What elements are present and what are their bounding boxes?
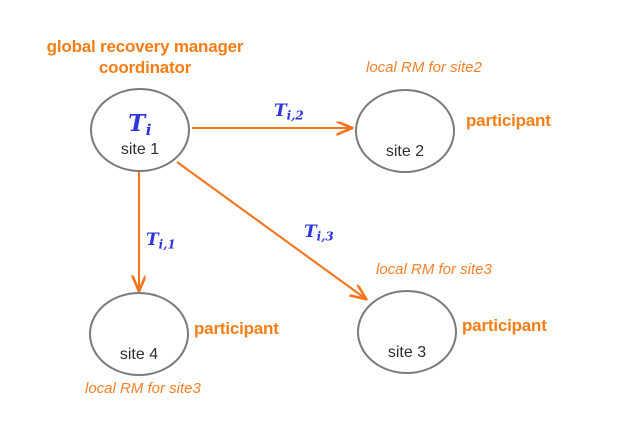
edge-label-site1-to-site3-base: T [304,222,317,242]
edge-label-site1-to-site2: Ti,2 [274,103,304,122]
edge-label-site1-to-site3-subscript: i,3 [316,229,334,244]
role-label-site4: participant [194,319,279,338]
node-site1-transaction-base: T [128,110,146,137]
edge-site1-to-site3 [176,161,366,299]
rm-note-site2: local RM for site2 [366,59,482,76]
node-site3[interactable]: site 3 [357,290,457,374]
diagram-title-line2: coordinator [98,58,192,77]
node-site2[interactable]: site 2 [355,89,455,173]
node-site3-label: site 3 [387,344,427,361]
node-site1-transaction-subscript: i [145,121,152,140]
edge-label-site1-to-site4-subscript: i,1 [158,237,176,252]
node-site2-label: site 2 [385,143,425,160]
role-label-site2: participant [466,111,551,130]
node-site1-transaction: Ti [92,112,188,138]
diagram-title: global recovery manager coordinator [20,36,270,78]
role-label-site3: participant [462,316,547,335]
edge-label-site1-to-site3: Ti,3 [304,224,334,243]
node-site4[interactable]: site 4 [89,292,189,376]
diagram-title-line1: global recovery manager [46,37,244,56]
edge-label-site1-to-site4: Ti,1 [146,232,176,251]
node-site4-label: site 4 [119,346,159,363]
edge-label-site1-to-site4-base: T [146,230,159,250]
node-site1-label: site 1 [120,141,160,158]
node-site1[interactable]: Ti site 1 [90,88,190,172]
rm-note-site4: local RM for site3 [85,380,201,397]
edge-label-site1-to-site2-base: T [274,101,287,121]
edge-label-site1-to-site2-subscript: i,2 [286,108,304,123]
rm-note-site3: local RM for site3 [376,261,492,278]
